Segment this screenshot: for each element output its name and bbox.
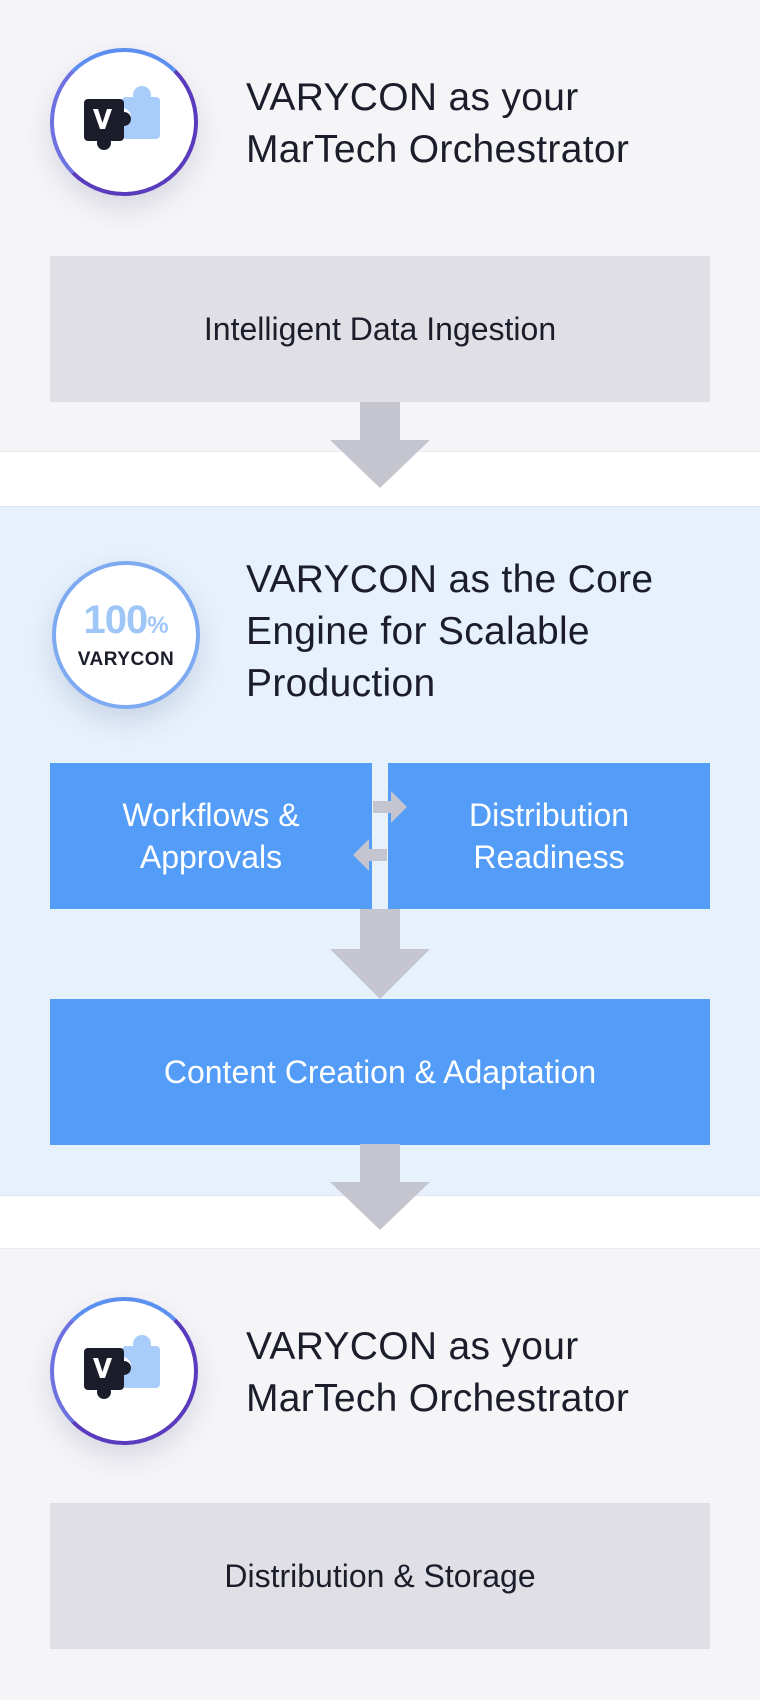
distribution-storage-box: Distribution & Storage [50,1503,710,1649]
intelligent-data-ingestion-box: Intelligent Data Ingestion [50,256,710,402]
varycon-puzzle-icon [84,86,160,150]
badge-percent-sign: % [147,611,169,639]
orchestrator-section-bottom: VARYCON as your MarTech Orchestrator Dis… [0,1248,760,1700]
varycon-100-badge: 100% VARYCON [52,561,200,709]
orchestrator-badge-top [50,48,198,196]
orchestrator-section-top: VARYCON as your MarTech Orchestrator Int… [0,0,760,452]
varycon-puzzle-icon [84,1335,160,1399]
flow-arrow-down-icon [330,1144,430,1230]
flow-arrow-down-icon [330,909,430,999]
badge-brand-label: VARYCON [77,648,175,670]
section-heading-core: VARYCON as the Core Engine for Scalable … [246,558,654,705]
flow-arrow-down-icon [330,402,430,488]
arrow-right-icon [373,791,407,823]
distribution-readiness-box: Distribution Readiness [388,763,710,909]
section-heading-bottom: VARYCON as your MarTech Orchestrator [246,1325,630,1420]
arrow-left-icon [353,839,387,871]
core-engine-section: 100% VARYCON VARYCON as the Core Engine … [0,506,760,1196]
section-heading-top: VARYCON as your MarTech Orchestrator [246,76,630,171]
content-creation-adaptation-box: Content Creation & Adaptation [50,999,710,1145]
workflows-approvals-box: Workflows & Approvals [50,763,372,909]
badge-percent-value: 100 [83,597,148,642]
orchestrator-badge-bottom [50,1297,198,1445]
